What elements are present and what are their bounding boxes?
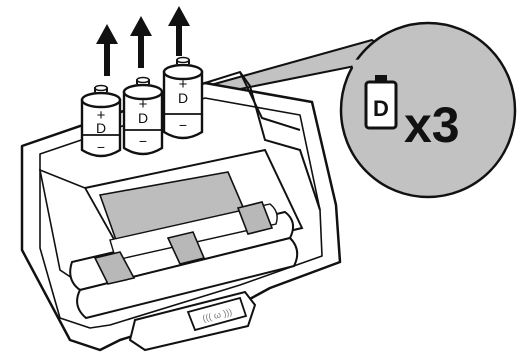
arrow-up-icon	[130, 16, 152, 68]
battery-2-plus: +	[139, 96, 148, 113]
battery-1-minus: −	[97, 139, 105, 155]
battery-1: + D −	[80, 84, 122, 158]
battery-straps	[93, 201, 274, 285]
callout-bubble	[199, 21, 517, 199]
battery-1-plus: +	[97, 107, 106, 124]
battery-3-label: D	[178, 90, 188, 106]
arrow-up-icon	[96, 24, 118, 76]
battery-3-minus: −	[179, 117, 187, 133]
battery-icon: D	[364, 75, 398, 130]
battery-1-label: D	[96, 120, 106, 136]
tray-back-wall	[204, 70, 321, 211]
arrow-up-icon	[168, 6, 190, 56]
battery-icon-letter: D	[373, 96, 389, 121]
battery-3: + D −	[162, 56, 204, 140]
battery-quantity: x3	[404, 97, 460, 153]
battery-3-plus: +	[179, 76, 188, 93]
battery-2-label: D	[138, 110, 148, 126]
battery-2-minus: −	[139, 133, 147, 149]
battery-2: + D −	[122, 76, 164, 156]
front-latch[interactable]: ((( ω )))	[128, 290, 257, 352]
